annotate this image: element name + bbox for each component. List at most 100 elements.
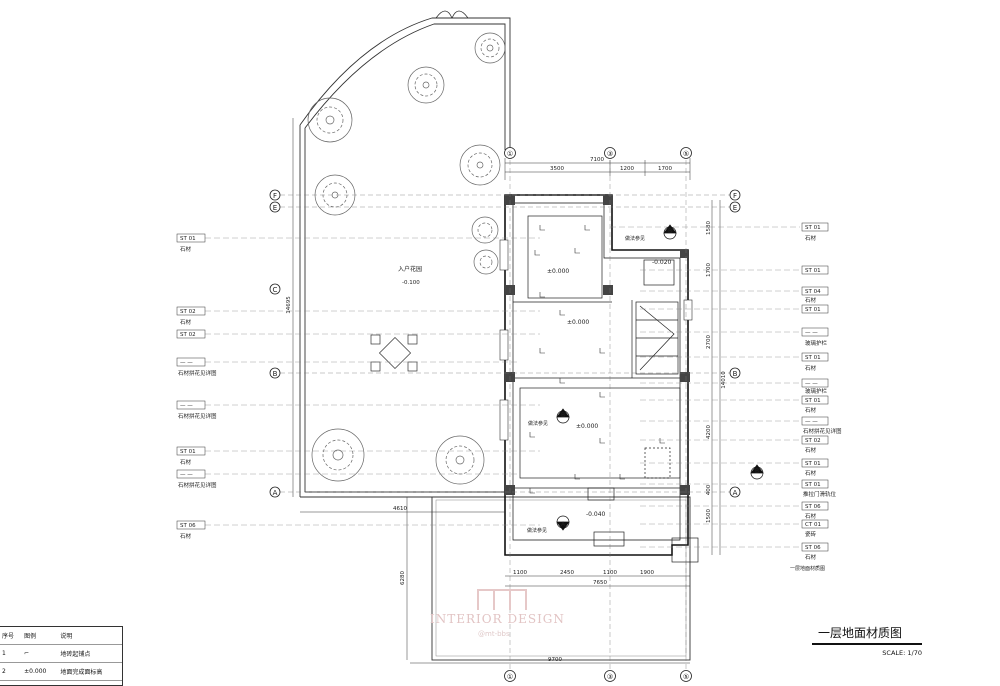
tag-right-10-desc: 石材 bbox=[805, 446, 817, 454]
grid-label-bottom-1: ① bbox=[507, 673, 513, 681]
grid-bubble-bottom-1 bbox=[504, 670, 516, 682]
garden-level: -0.100 bbox=[402, 280, 420, 286]
legend-row-1-no: 1 bbox=[0, 644, 23, 663]
tag-left-6-desc: 石材 bbox=[180, 458, 192, 466]
tag-left-6-code: ST 01 bbox=[180, 449, 196, 455]
tag-right-3-code: ST 04 bbox=[805, 289, 821, 295]
structural-columns bbox=[505, 195, 690, 495]
dim-bottom-part-3: 1100 bbox=[603, 570, 617, 576]
legend-row-2-no: 2 bbox=[0, 662, 23, 681]
legend-row: 2 ±0.000 地面完成面标高 bbox=[0, 662, 122, 681]
legend-row-2-symbol: ±0.000 bbox=[22, 662, 59, 681]
grid-bubble-bottom-2 bbox=[604, 670, 616, 682]
dim-left-main: 14695 bbox=[286, 296, 292, 314]
dimension-lines bbox=[292, 118, 721, 664]
grid-label-left-5: A bbox=[273, 489, 278, 497]
grid-bubble-right-3 bbox=[729, 367, 741, 379]
tag-right-12-code: ST 01 bbox=[805, 482, 821, 488]
tag-left-7-desc: 石材拼花见详图 bbox=[178, 481, 217, 489]
level-lower: ±0.000 bbox=[576, 423, 598, 430]
dim-top-part-2: 1200 bbox=[620, 166, 634, 172]
tag-left-5-code: — — bbox=[180, 403, 193, 409]
grid-label-right-1: F bbox=[733, 192, 737, 200]
legend-header-desc: 说明 bbox=[58, 627, 122, 645]
legend-row: 1 ⌐ 地砖起铺点 bbox=[0, 644, 122, 663]
tag-right-7-desc: 玻璃护栏 bbox=[805, 387, 828, 395]
tag-right-10-code: ST 02 bbox=[805, 438, 821, 444]
grid-bubble-right-2 bbox=[729, 201, 741, 213]
section-markers bbox=[556, 224, 764, 531]
grid-label-left-2: E bbox=[273, 204, 277, 212]
tag-right-11-desc: 石材 bbox=[805, 469, 817, 477]
tag-right-13-desc: 石材 bbox=[805, 512, 817, 520]
grid-bubble-right-1 bbox=[729, 189, 741, 201]
material-tags-left: ST 01 石材 ST 02 石材 ST 02 — — 石材拼花见详图 — — … bbox=[176, 233, 217, 540]
see-detail-3: 做法参见 bbox=[527, 527, 547, 534]
legend-table: 序号 图例 说明 1 ⌐ 地砖起铺点 2 ±0.000 地面完成面标高 bbox=[0, 626, 123, 686]
drawing-title: 一层地面材质图 bbox=[812, 624, 922, 645]
tag-right-2-code: ST 01 bbox=[805, 268, 821, 274]
dim-right-part-6: 1500 bbox=[706, 509, 712, 523]
tag-left-7-code: — — bbox=[180, 472, 193, 478]
tag-right-9-desc: 石材拼花见详图 bbox=[803, 427, 842, 435]
level-upper: ±0.000 bbox=[547, 268, 569, 275]
legend-row-2-desc: 地面完成面标高 bbox=[58, 662, 122, 681]
dim-bottom-part-1: 1100 bbox=[513, 570, 527, 576]
small-caption: 一层地面材质图 bbox=[790, 565, 825, 572]
grid-label-top-3: ⑤ bbox=[683, 150, 689, 158]
tag-right-1-code: ST 01 bbox=[805, 225, 821, 231]
tag-right-14-desc: 瓷砖 bbox=[805, 530, 817, 538]
tag-leaders-left bbox=[205, 237, 540, 526]
tag-right-5-code: — — bbox=[805, 330, 818, 336]
tag-left-4-desc: 石材拼花见详图 bbox=[178, 369, 217, 377]
grid-bubble-top-1 bbox=[504, 147, 516, 159]
grid-bubble-text: ① ③ ⑤ ① ③ ⑤ F E C B A F E B A bbox=[273, 150, 738, 681]
tag-left-1-desc: 石材 bbox=[180, 245, 192, 253]
tag-left-2-desc: 石材 bbox=[180, 318, 192, 326]
level-middle: ±0.000 bbox=[567, 319, 589, 326]
level-entry: -0.040 bbox=[586, 511, 606, 518]
dim-left-lower: 6280 bbox=[400, 571, 406, 585]
watermark-subtext: @mt-bbs bbox=[478, 630, 510, 638]
section-b-right: B bbox=[755, 468, 759, 475]
tag-left-5-desc: 石材拼花见详图 bbox=[178, 412, 217, 420]
tag-right-13-code: ST 06 bbox=[805, 504, 821, 510]
tag-right-4-code: ST 01 bbox=[805, 307, 821, 313]
dim-bottom-part-4: 1900 bbox=[640, 570, 654, 576]
tag-right-7-code: — — bbox=[805, 381, 818, 387]
dim-top-part-1: 3500 bbox=[550, 166, 564, 172]
grid-label-left-3: C bbox=[273, 286, 278, 294]
wall-windows bbox=[499, 239, 693, 441]
material-tags-right: ST 01 石材 ST 01 ST 04 石材 ST 01 — — 玻璃护栏 S… bbox=[790, 222, 842, 572]
grid-bubble-left-3 bbox=[269, 283, 281, 295]
grid-label-left-4: B bbox=[273, 370, 278, 378]
dim-right-total: 14010 bbox=[721, 371, 727, 389]
tag-right-15-desc: 石材 bbox=[805, 553, 817, 561]
grid-bubble-left-2 bbox=[269, 201, 281, 213]
dim-top-total: 7100 bbox=[590, 157, 604, 163]
dim-top-part-3: 1700 bbox=[658, 166, 672, 172]
section-b-upper: B bbox=[668, 228, 672, 235]
garden-outline bbox=[299, 10, 511, 498]
tag-right-9-code: — — bbox=[805, 419, 818, 425]
legend-row-1-desc: 地砖起铺点 bbox=[58, 644, 122, 663]
garden-name: 入户花园 bbox=[398, 265, 422, 273]
garden-table-set bbox=[370, 334, 418, 372]
grid-bubble-left-1 bbox=[269, 189, 281, 201]
section-marker-text: B B A B bbox=[561, 228, 759, 528]
grid-label-left-1: F bbox=[273, 192, 277, 200]
tag-right-8-code: ST 01 bbox=[805, 398, 821, 404]
grid-bubbles-top bbox=[269, 147, 741, 682]
tag-right-11-code: ST 01 bbox=[805, 461, 821, 467]
tag-right-12-desc: 推拉门滑轨位 bbox=[803, 490, 837, 498]
see-detail-2: 做法参见 bbox=[528, 420, 548, 427]
grid-label-top-2: ③ bbox=[607, 150, 613, 158]
grid-bubble-bottom-3 bbox=[680, 670, 692, 682]
grid-bubble-right-4 bbox=[729, 486, 741, 498]
section-a: A bbox=[561, 521, 566, 528]
dim-right-part-1: 1580 bbox=[706, 221, 712, 235]
tag-right-14-code: CT 01 bbox=[805, 522, 821, 528]
grid-label-right-4: A bbox=[733, 489, 738, 497]
dim-bottom-overall: 9700 bbox=[548, 657, 562, 663]
